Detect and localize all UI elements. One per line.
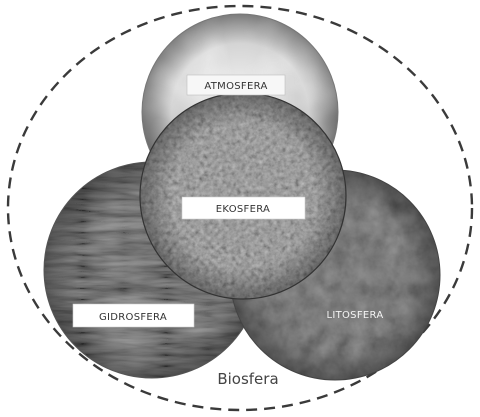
- lithosphere-label-text: LITOSFERA: [326, 310, 383, 321]
- hydrosphere-label: GIDROSFERA: [73, 304, 194, 327]
- atmosphere-label: ATMOSFERA: [187, 75, 285, 95]
- atmosphere-label-text: ATMOSFERA: [204, 81, 267, 92]
- hydrosphere-label-text: GIDROSFERA: [99, 312, 167, 323]
- ecosphere-label-text: EKOSFERA: [216, 204, 270, 215]
- biosphere-label: Biosfera: [217, 370, 278, 388]
- ecosphere-label: EKOSFERA: [182, 197, 305, 219]
